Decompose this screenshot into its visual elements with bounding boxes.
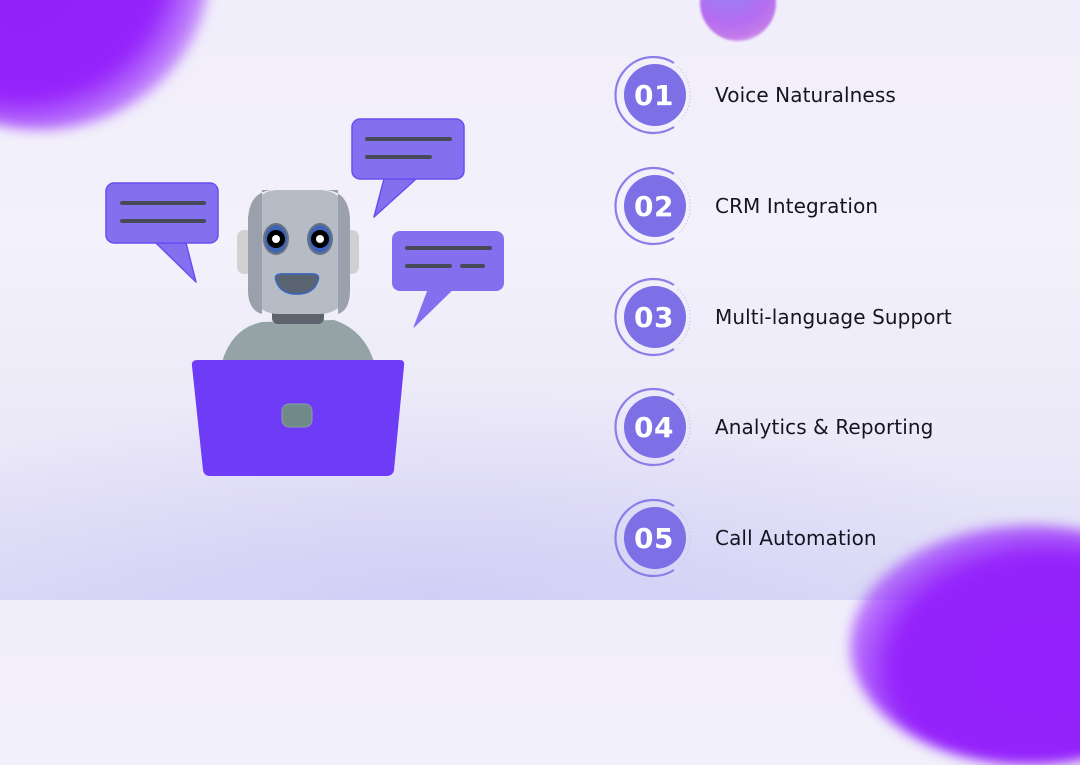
feature-label: CRM Integration — [715, 194, 879, 218]
badge-number: 01 — [634, 78, 674, 112]
feature-item-analytics-reporting: 04 Analytics & Reporting — [612, 385, 1052, 469]
badge-ring-icon — [614, 387, 691, 467]
badge-ring-icon — [614, 55, 691, 135]
robot-eye-left — [263, 223, 289, 255]
speech-bubble-icon — [392, 231, 504, 328]
badge-ring-icon — [614, 166, 691, 246]
feature-label: Call Automation — [715, 526, 877, 550]
number-badge: 03 — [612, 275, 696, 359]
robot-illustration — [0, 0, 560, 600]
feature-item-multi-language-support: 03 Multi-language Support — [612, 275, 1052, 359]
number-badge: 04 — [612, 385, 696, 469]
badge-number: 04 — [634, 410, 674, 444]
robot-eye-right — [307, 223, 333, 255]
number-badge: 02 — [612, 164, 696, 248]
speech-bubble-icon — [351, 118, 465, 218]
robot-body — [222, 320, 374, 362]
robot-head — [248, 190, 350, 314]
robot-mouth — [274, 273, 320, 295]
feature-list: 01 Voice Naturalness 02 CRM Integration … — [612, 0, 1072, 600]
number-badge: 05 — [612, 496, 696, 580]
badge-ring-icon — [614, 498, 691, 578]
badge-number: 03 — [634, 300, 674, 334]
feature-item-voice-naturalness: 01 Voice Naturalness — [612, 53, 1052, 137]
speech-bubble-icon — [105, 182, 219, 283]
badge-number: 02 — [634, 189, 674, 223]
feature-label: Multi-language Support — [715, 305, 952, 329]
feature-item-call-automation: 05 Call Automation — [612, 496, 1052, 580]
laptop-icon — [191, 360, 405, 476]
feature-label: Voice Naturalness — [715, 83, 896, 107]
feature-label: Analytics & Reporting — [715, 415, 934, 439]
feature-item-crm-integration: 02 CRM Integration — [612, 164, 1052, 248]
badge-number: 05 — [634, 521, 674, 555]
number-badge: 01 — [612, 53, 696, 137]
badge-ring-icon — [614, 277, 691, 357]
